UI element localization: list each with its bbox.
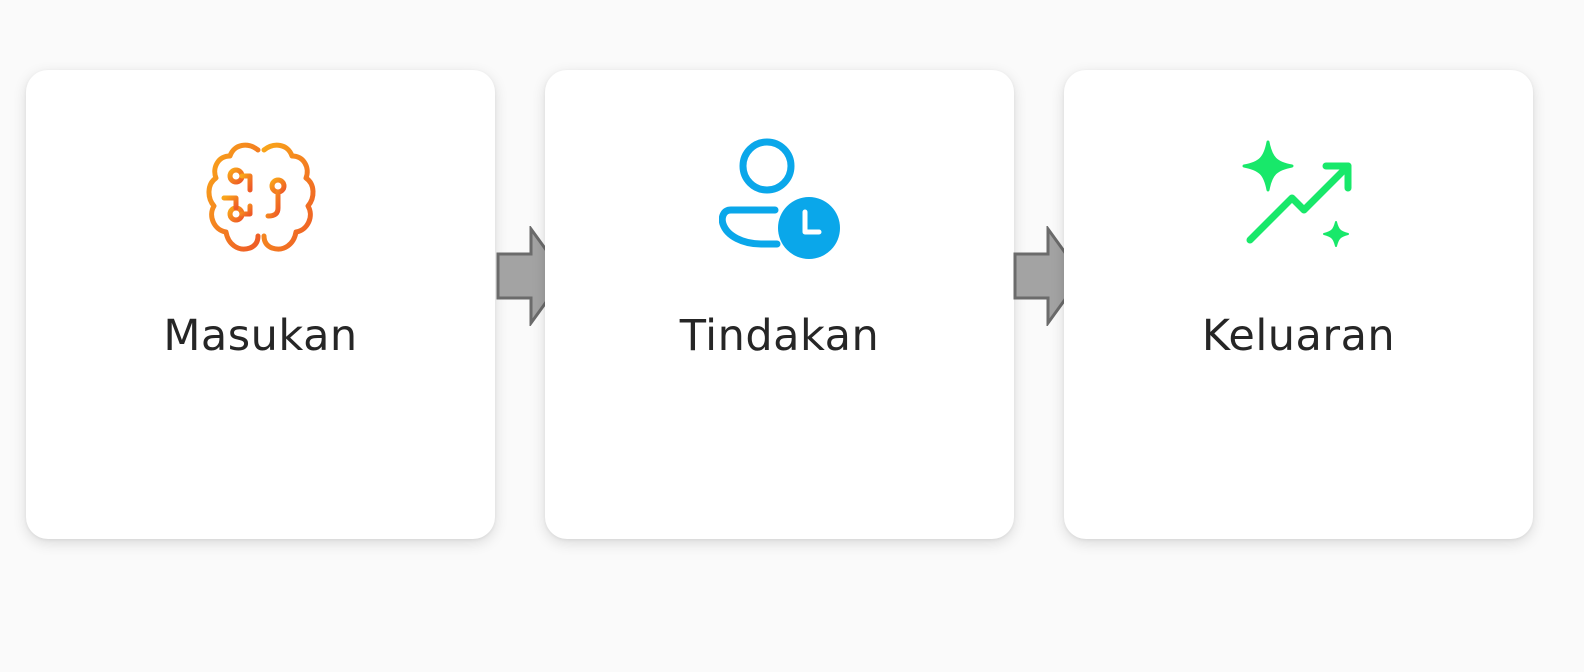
step-card-action: Tindakan [545, 70, 1014, 539]
brain-circuit-icon [200, 136, 322, 266]
step-label: Keluaran [1201, 311, 1396, 361]
step-card-output: Keluaran [1064, 70, 1533, 539]
user-clock-icon [719, 136, 841, 266]
step-label: Masukan [163, 311, 358, 361]
step-card-input: Masukan [26, 70, 495, 539]
step-label: Tindakan [679, 311, 880, 361]
sparkle-trend-up-icon [1238, 136, 1360, 266]
